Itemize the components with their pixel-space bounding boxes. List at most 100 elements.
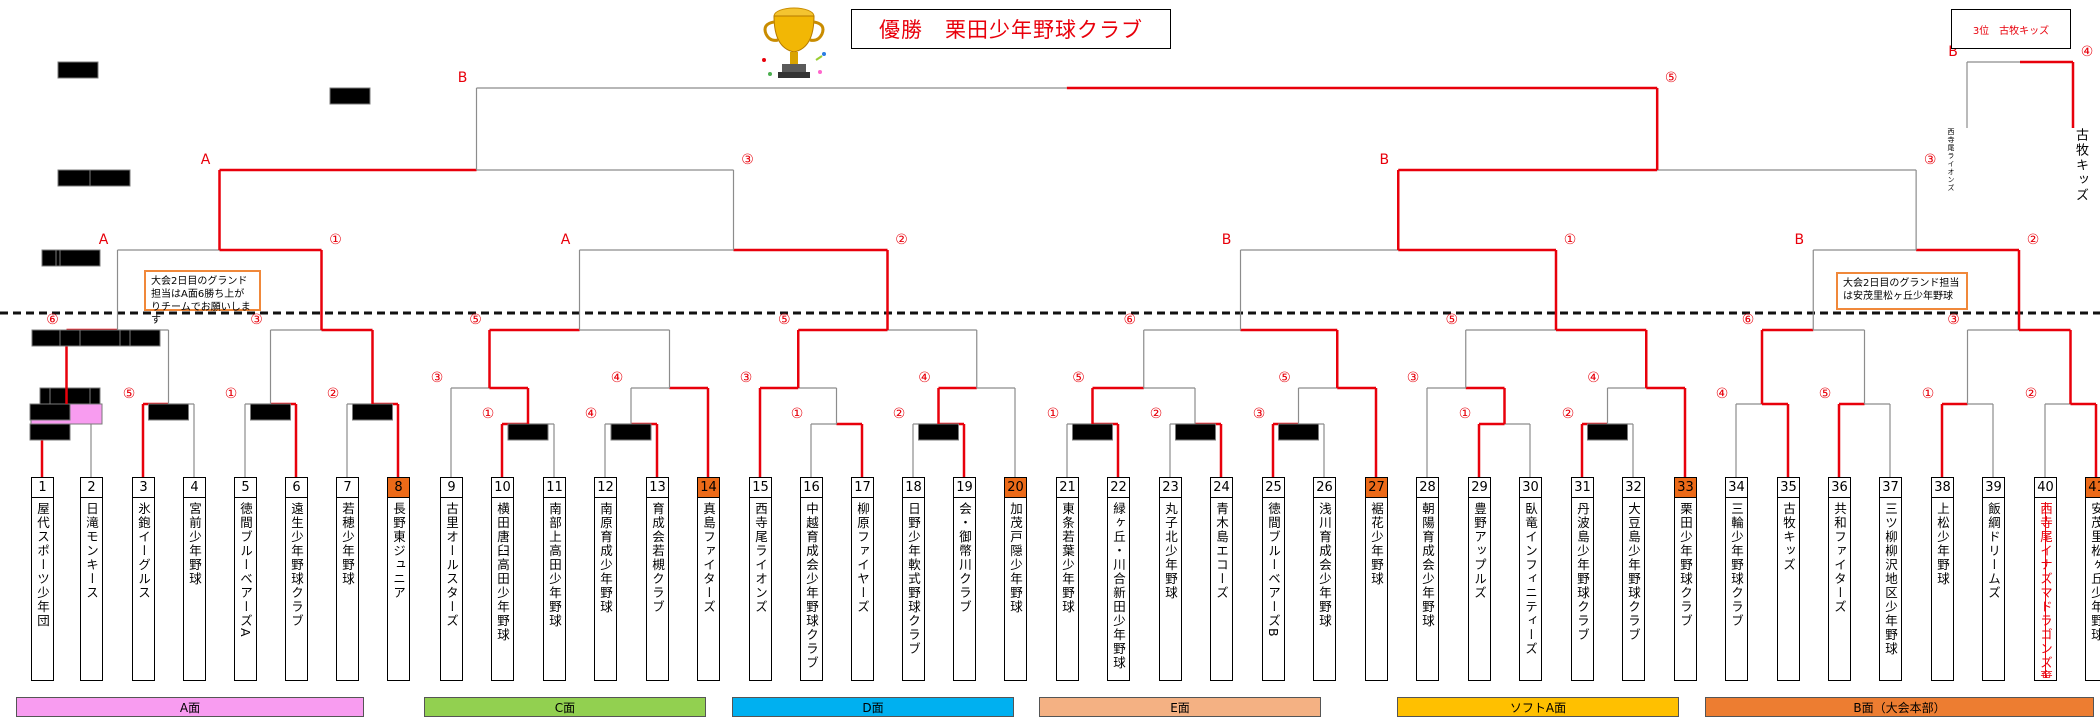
team-number: 8 — [388, 478, 409, 498]
team-name: 西寺尾イナズマドラゴンズ棄権 — [2038, 502, 2053, 678]
game-box — [57, 61, 99, 79]
score-right: ④ — [2081, 44, 2094, 60]
team-name: 中越育成会少年野球クラブ — [804, 502, 819, 670]
team-name: 朝陽育成会少年野球 — [1420, 502, 1435, 628]
team-name: 屋代スポーツ少年団 — [35, 502, 50, 628]
third-place-banner: 3位 古牧キッズ — [1951, 9, 2071, 49]
court-5: ソフトA面 — [1397, 697, 1679, 717]
score-left: ⑤ — [1819, 386, 1832, 402]
score-left: ④ — [1587, 370, 1600, 386]
team-number: 10 — [492, 478, 513, 498]
team-name: 栗田少年野球クラブ — [1678, 502, 1693, 628]
score-left: ④ — [918, 370, 931, 386]
team-name: 柳原ファイヤーズ — [855, 502, 870, 614]
team-name: 三輪少年野球クラブ — [1729, 502, 1744, 628]
score-right: ② — [895, 232, 908, 248]
score-left: ⑥ — [1742, 312, 1755, 328]
team-number: 25 — [1263, 478, 1284, 498]
team-name: 飯綱ドリームズ — [1986, 502, 2001, 600]
champion-banner: 優勝 栗田少年野球クラブ — [851, 9, 1171, 49]
score-right: ③ — [1924, 152, 1937, 168]
score-left: ② — [327, 386, 340, 402]
team-number: 37 — [1880, 478, 1901, 498]
team-41: 41安茂里松ヶ丘少年野球 — [2085, 477, 2100, 681]
score-right: ① — [329, 232, 342, 248]
team-number: 31 — [1572, 478, 1593, 498]
score-left: ② — [1150, 406, 1163, 422]
team-number: 24 — [1211, 478, 1232, 498]
team-number: 27 — [1366, 478, 1387, 498]
game-box — [352, 403, 393, 421]
game-box — [1587, 423, 1628, 441]
court-4: E面 — [1039, 697, 1321, 717]
score-left: ② — [1562, 406, 1575, 422]
court-1: A面 — [16, 697, 364, 717]
team-34: 34 三輪少年野球クラブ — [1725, 477, 1748, 681]
game-box — [1072, 423, 1113, 441]
score-left: ⑤ — [778, 312, 791, 328]
game-box — [918, 423, 959, 441]
score-right: ③ — [741, 152, 754, 168]
team-21: 21 東条若葉少年野球 — [1056, 477, 1079, 681]
team-name: 古牧キッズ — [1781, 502, 1796, 572]
team-name: 大豆島少年野球クラブ — [1626, 502, 1641, 642]
team-number: 19 — [954, 478, 975, 498]
score-left: ① — [482, 406, 495, 422]
team-name: 遠生少年野球クラブ — [289, 502, 304, 628]
score-left: ① — [1459, 406, 1472, 422]
score-left: B — [1948, 44, 1958, 60]
team-name: 日野少年軟式野球クラブ — [906, 502, 921, 656]
score-left: ③ — [1947, 312, 1960, 328]
score-left: ① — [791, 406, 804, 422]
team-name: 浅川育成会少年野球 — [1317, 502, 1332, 628]
team-name: 東条若葉少年野球 — [1060, 502, 1075, 614]
team-number: 32 — [1623, 478, 1644, 498]
team-name: 丸子北少年野球 — [1163, 502, 1178, 600]
team-name: 臥竜インフィニティーズ — [1523, 502, 1538, 656]
score-left: ④ — [611, 370, 624, 386]
team-number: 16 — [801, 478, 822, 498]
score-left: ③ — [1407, 370, 1420, 386]
team-name: 共和ファイターズ — [1832, 502, 1847, 614]
score-left: ⑥ — [1123, 312, 1136, 328]
team-number: 20 — [1005, 478, 1026, 498]
team-number: 34 — [1726, 478, 1747, 498]
team-name: 丹波島少年野球クラブ — [1575, 502, 1590, 642]
team-number: 38 — [1932, 478, 1953, 498]
team-number: 21 — [1057, 478, 1078, 498]
team-number: 15 — [750, 478, 771, 498]
score-left: ③ — [431, 370, 444, 386]
score-left: ② — [893, 406, 906, 422]
score-left: ④ — [585, 406, 598, 422]
game-box — [59, 249, 101, 267]
score-left: ① — [1047, 406, 1060, 422]
team-name: 古里オールスターズ — [444, 502, 459, 628]
third-place-team-left: 西寺尾ライオンズ — [1947, 128, 1955, 192]
team-number: 12 — [595, 478, 616, 498]
game-box — [250, 403, 291, 421]
team-number: 23 — [1160, 478, 1181, 498]
game-box — [507, 423, 549, 441]
team-number: 22 — [1108, 478, 1129, 498]
score-left: ⑤ — [1445, 312, 1458, 328]
trophy-icon — [762, 7, 826, 78]
team-name: 南部上高田少年野球 — [547, 502, 562, 628]
game-box — [79, 329, 121, 347]
score-left: ⑤ — [469, 312, 482, 328]
team-number: 7 — [337, 478, 358, 498]
score-left: B — [1794, 232, 1804, 248]
score-left: A — [561, 232, 571, 248]
